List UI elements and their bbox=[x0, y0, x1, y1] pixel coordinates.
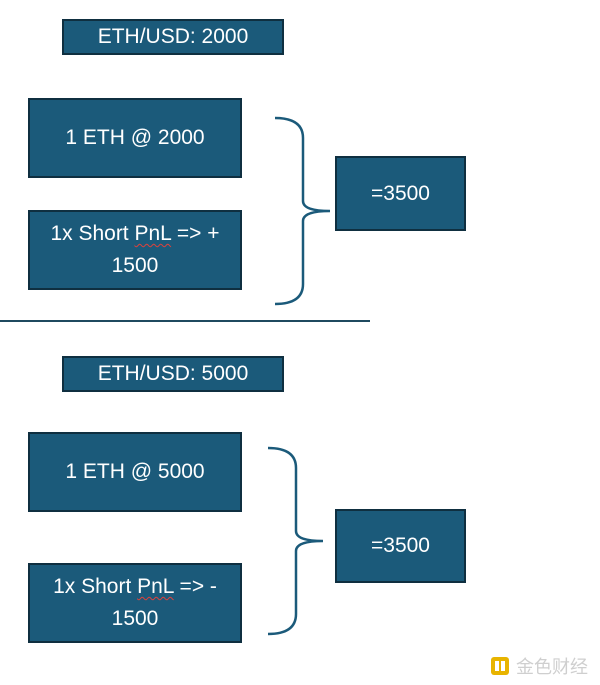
bottom-total-box: =3500 bbox=[335, 509, 466, 583]
top-price-label: ETH/USD: 2000 bbox=[62, 19, 284, 55]
bottom-holding-box: 1 ETH @ 5000 bbox=[28, 432, 242, 512]
bottom-short-pnl-box: 1x Short PnL => - 1500 bbox=[28, 563, 242, 643]
bottom-right-brace bbox=[267, 446, 324, 636]
watermark-text: 金色财经 bbox=[516, 657, 588, 678]
section-divider bbox=[0, 320, 370, 322]
top-holding-box: 1 ETH @ 2000 bbox=[28, 98, 242, 178]
top-total-box: =3500 bbox=[335, 156, 466, 231]
top-right-brace bbox=[274, 116, 331, 306]
watermark: 金色财经 bbox=[490, 653, 588, 679]
top-short-pnl-box: 1x Short PnL => + 1500 bbox=[28, 210, 242, 290]
bottom-price-label: ETH/USD: 5000 bbox=[62, 356, 284, 392]
golden-finance-logo-icon bbox=[491, 657, 509, 675]
